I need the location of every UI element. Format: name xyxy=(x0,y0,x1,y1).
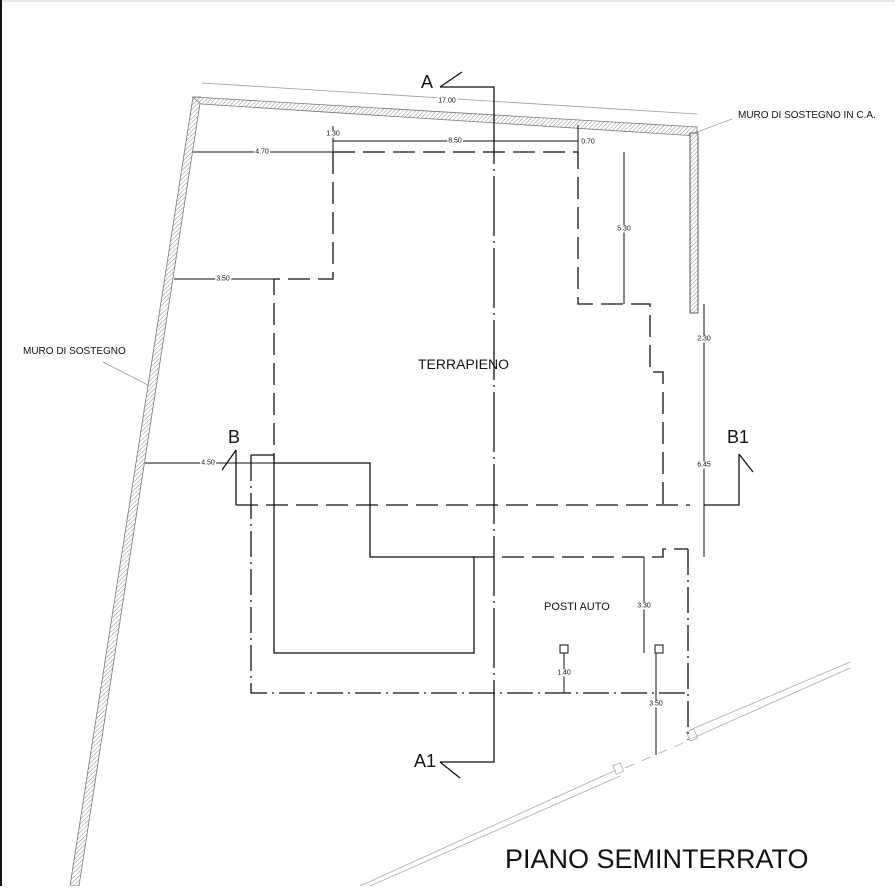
note-muro-sostegno-ca: MURO DI SOSTEGNO IN C.A. xyxy=(738,110,876,121)
dim-1-40: 1.40 xyxy=(556,669,572,677)
pillar-right xyxy=(654,644,664,654)
dim-6-45: 6.45 xyxy=(696,461,712,469)
section-marker-b: B xyxy=(228,427,241,447)
dim-5-30: 5.30 xyxy=(616,225,632,233)
dim-2-30: 2.30 xyxy=(696,335,712,343)
dim-8-50: 8.50 xyxy=(447,137,463,145)
dim-3-50-left: 3.50 xyxy=(215,275,231,283)
boundary-fence xyxy=(359,661,851,887)
note-muro-sostegno: MURO DI SOSTEGNO xyxy=(23,346,126,357)
terrapieno-outline xyxy=(236,151,690,558)
room-label-terrapieno: TERRAPIENO xyxy=(418,356,510,372)
dim-4-70: 4.70 xyxy=(254,148,270,156)
dim-17-00: 17.00 xyxy=(437,97,457,105)
dim-0-70: 0.70 xyxy=(580,138,596,146)
room-label-posti-auto: POSTI AUTO xyxy=(544,601,610,613)
dim-4-50: 4.50 xyxy=(200,459,216,467)
dim-1-30: 1.30 xyxy=(325,130,341,138)
retaining-wall-right-ca xyxy=(689,132,699,314)
leader-muro-ca xyxy=(696,118,733,133)
drawing-title: PIANO SEMINTERRATO xyxy=(505,844,809,874)
retaining-wall-left xyxy=(69,96,202,887)
pillar-left xyxy=(559,644,569,654)
section-line-b-b1 xyxy=(221,449,754,506)
section-marker-a: A xyxy=(421,72,434,92)
section-line-a-a1 xyxy=(439,71,495,779)
basement-outline xyxy=(250,455,689,740)
leader-muro xyxy=(102,361,149,386)
dim-3-30: 3.30 xyxy=(636,602,652,610)
section-marker-b1: B1 xyxy=(727,427,750,447)
inner-walls xyxy=(251,454,475,654)
section-marker-a1: A1 xyxy=(414,751,437,771)
dim-3-50-bottom: 3.50 xyxy=(648,700,664,708)
